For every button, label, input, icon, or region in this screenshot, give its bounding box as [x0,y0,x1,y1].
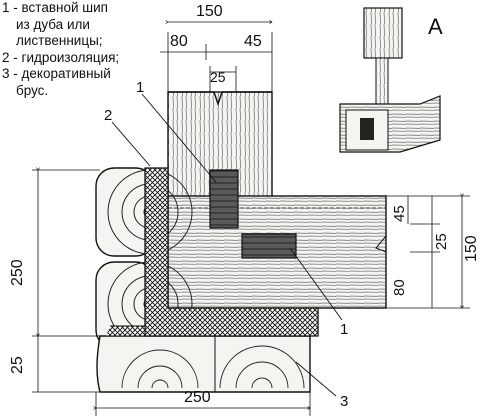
inset-a [339,7,441,153]
legend-item-3-line-1: 3 - декоративный [2,66,111,82]
legend-item-1-line-3: лиственницы; [16,33,103,49]
right-dimension-lines [386,196,470,308]
decorative-beam [96,335,311,393]
legend-item-3-line-2: брус. [16,82,49,98]
dim-left-bottom: 25 [9,356,26,374]
dim-top-left: 80 [170,33,188,50]
legend: 1 - вставной шип из дуба или лиственницы… [2,0,119,100]
top-dimension-lines [160,22,272,92]
dim-top-right: 45 [244,33,262,50]
dim-right-b: 25 [433,233,450,250]
callout-1-lower: 1 [340,321,348,338]
dim-right-a: 45 [391,205,408,222]
callout-1: 1 [136,79,144,96]
dim-bottom-width: 250 [184,389,211,406]
tenon-lower [241,233,297,259]
legend-item-2: 2 - гидроизоляция; [2,49,120,65]
callout-2: 2 [104,107,112,124]
dim-tenon-width: 25 [210,69,226,85]
dim-right-c: 80 [391,279,408,296]
callout-3: 3 [340,393,348,410]
legend-item-1-line-1: 1 - вставной шип [2,0,108,15]
dim-top-total: 150 [196,3,223,20]
bottom-dimension-lines [96,392,310,416]
log-upper [95,167,193,257]
legend-item-1-line-2: из дуба или [16,16,90,32]
dim-right-total: 150 [463,235,480,262]
tenon-upper [209,169,239,229]
dim-left-height: 250 [9,259,26,286]
callout-leaders [111,93,343,397]
left-dimension-lines [32,170,100,393]
inset-label: А [428,14,443,39]
